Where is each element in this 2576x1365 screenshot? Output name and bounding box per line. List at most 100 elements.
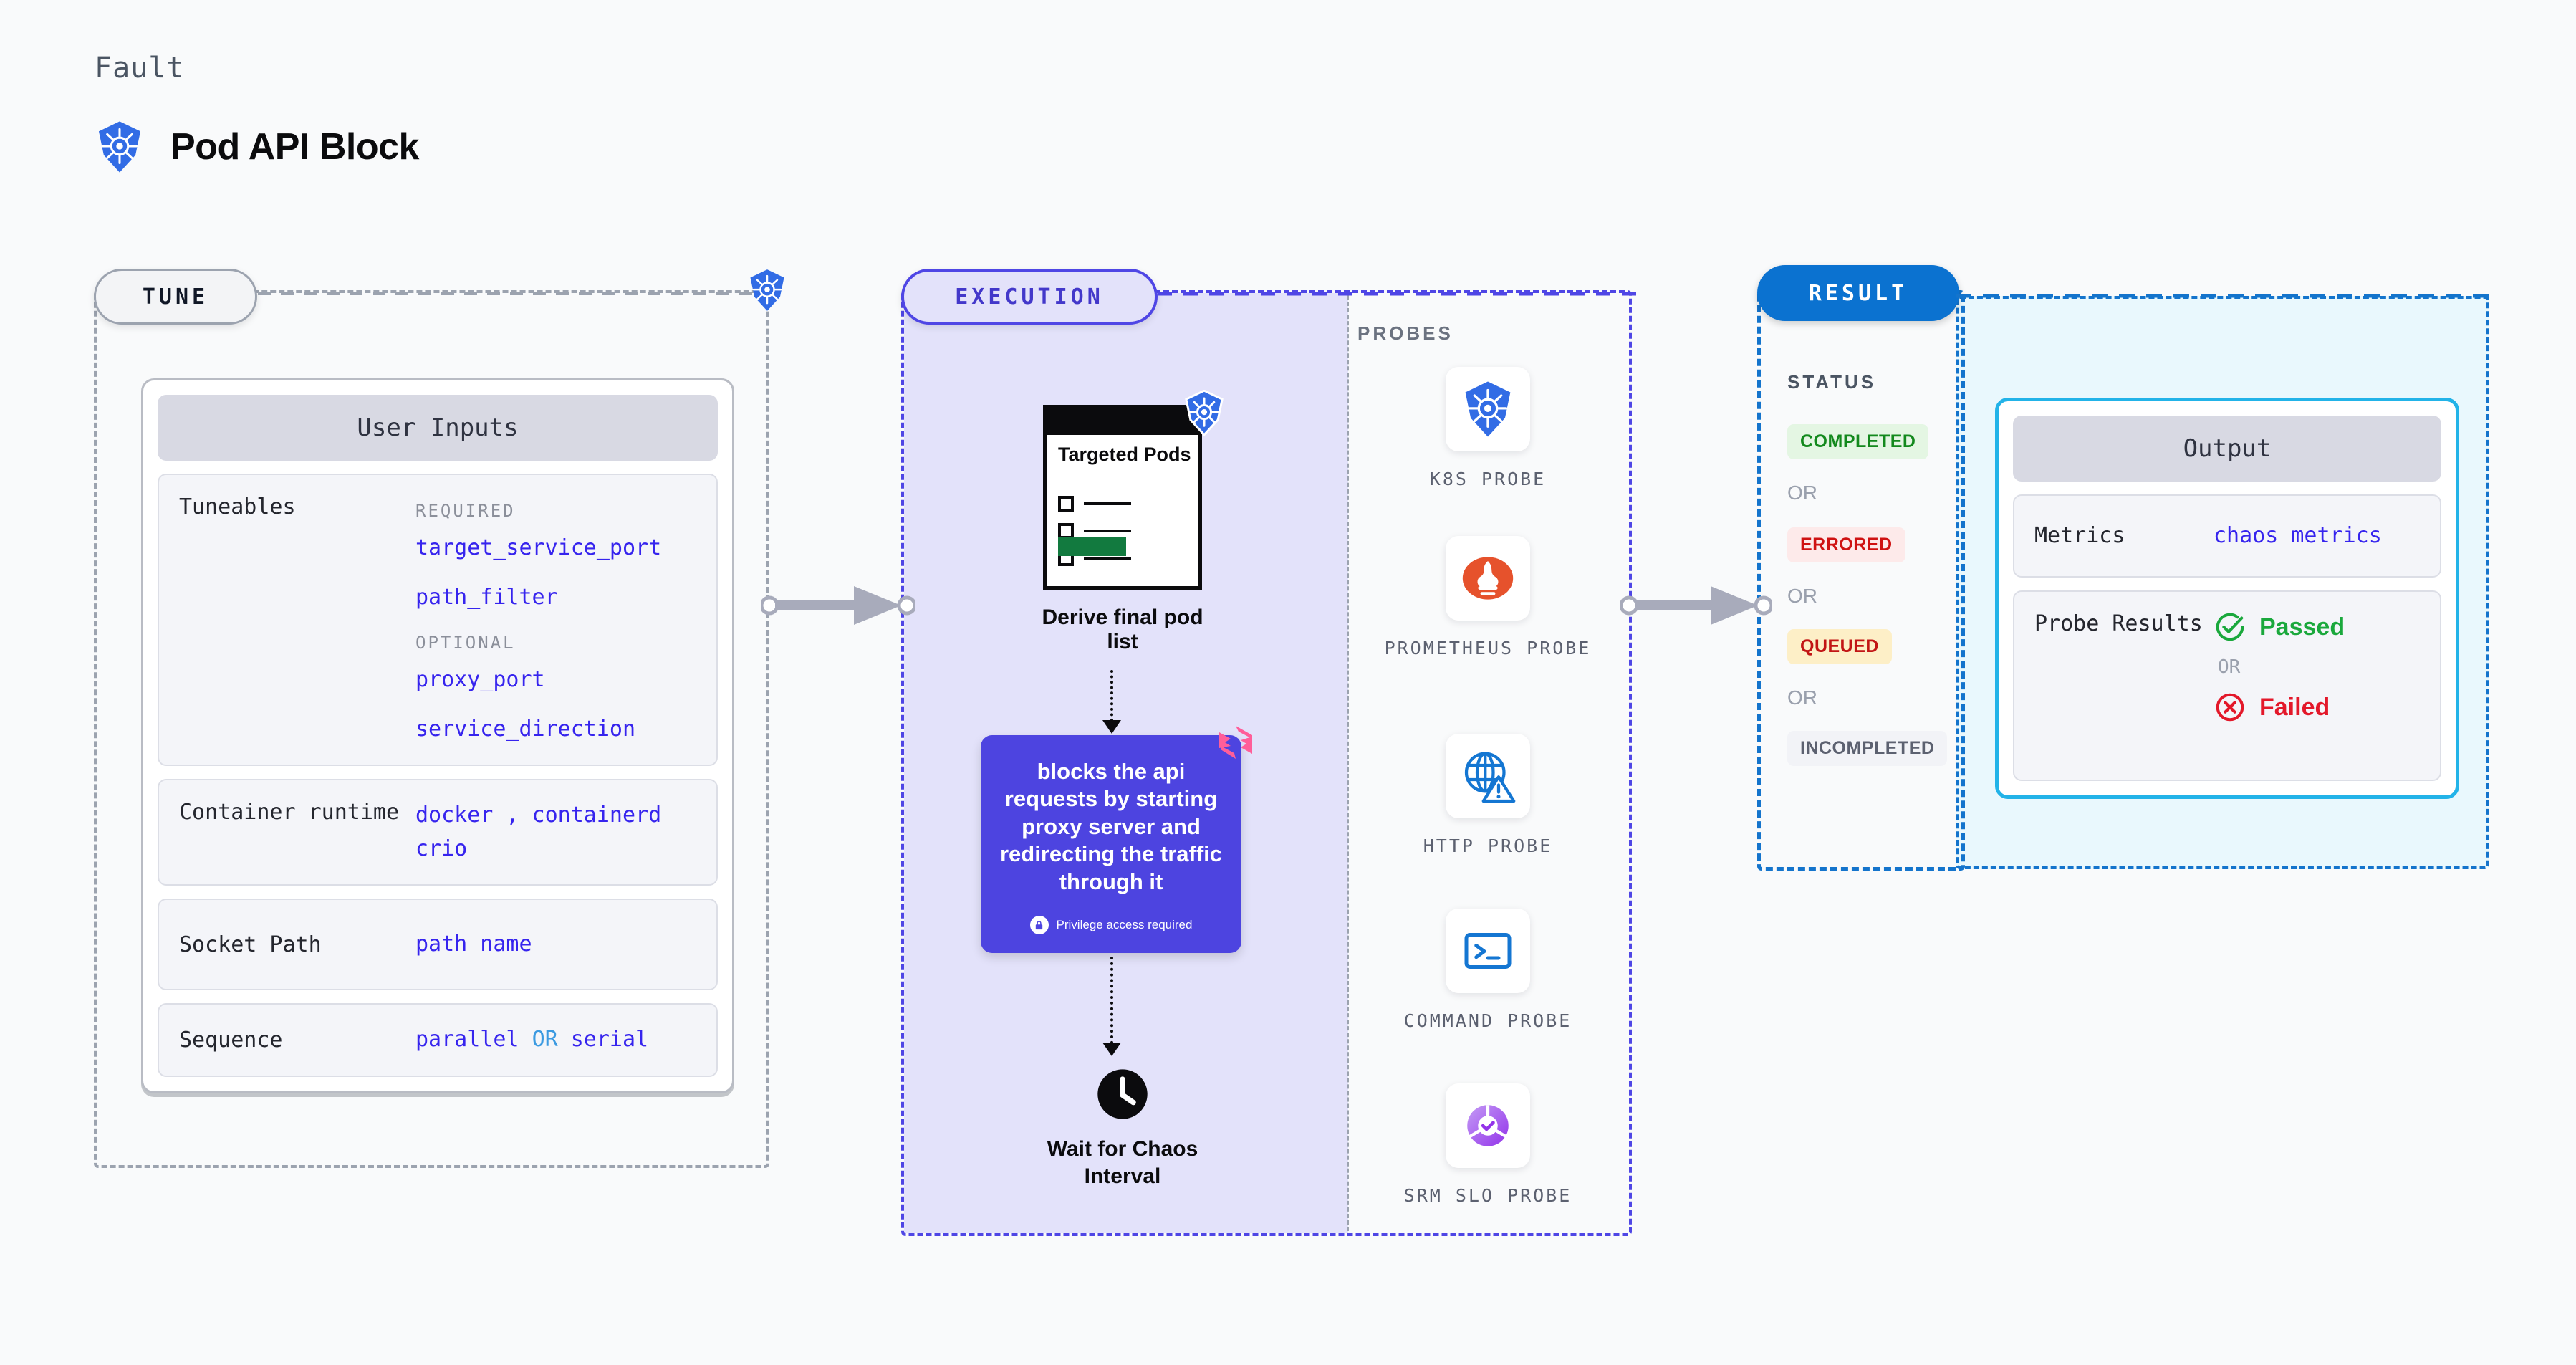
lock-icon bbox=[1029, 916, 1049, 935]
result-stage-pill: RESULT bbox=[1757, 265, 1959, 321]
execution-to-result-arrow bbox=[1620, 586, 1772, 625]
socket-path-value: path name bbox=[415, 931, 532, 957]
tune-pill-connector bbox=[258, 292, 752, 295]
harness-logo-icon bbox=[1219, 726, 1252, 759]
status-or-2: OR bbox=[1787, 585, 1817, 607]
probe-tile bbox=[1446, 909, 1530, 993]
sequence-serial: serial bbox=[570, 1027, 649, 1053]
status-badge-errored: ERRORED bbox=[1787, 527, 1905, 562]
probe-label: K8S PROBE bbox=[1429, 469, 1547, 489]
sequence-value: parallel OR serial bbox=[415, 1023, 648, 1057]
list-line bbox=[1084, 502, 1131, 505]
tuneable-target-service-port: target_service_port bbox=[415, 535, 662, 561]
tuneables-row: Tuneables REQUIRED target_service_port p… bbox=[158, 474, 718, 767]
sequence-or: OR bbox=[532, 1027, 558, 1053]
user-inputs-card: User Inputs Tuneables REQUIRED target_se… bbox=[141, 378, 734, 1093]
derive-pod-list-node: Targeted Pods Derive final pod list bbox=[1026, 390, 1224, 654]
probe-srm-slo[interactable]: SRM SLO PROBE bbox=[1384, 1083, 1592, 1208]
x-circle-icon bbox=[2216, 693, 2244, 722]
prometheus-icon bbox=[1462, 557, 1514, 600]
execution-stage-pill: EXECUTION bbox=[901, 269, 1158, 325]
probe-results-label: Probe Results bbox=[2034, 611, 2203, 636]
kubernetes-icon bbox=[1465, 381, 1511, 437]
targeted-pods-title: Targeted Pods bbox=[1058, 444, 1191, 465]
checkbox-icon bbox=[1058, 496, 1074, 512]
result-pill-connector bbox=[1956, 294, 2489, 298]
flow-line bbox=[1110, 670, 1113, 722]
probe-prometheus[interactable]: PROMETHEUS PROBE bbox=[1384, 536, 1592, 661]
fault-title-row: Pod API Block bbox=[95, 120, 419, 173]
action-description-card: blocks the api requests by starting prox… bbox=[981, 726, 1252, 953]
kubernetes-icon bbox=[98, 121, 141, 173]
privilege-note: Privilege access required bbox=[1029, 916, 1193, 935]
container-runtime-line1: docker , containerd bbox=[415, 803, 662, 828]
probe-result-passed-text: Passed bbox=[2259, 613, 2345, 641]
sequence-label: Sequence bbox=[179, 1028, 283, 1053]
sequence-parallel: parallel bbox=[415, 1027, 519, 1053]
probe-result-failed: Failed bbox=[2214, 691, 2345, 724]
tuneable-proxy-port: proxy_port bbox=[415, 667, 545, 693]
terminal-icon bbox=[1464, 933, 1512, 969]
probe-label: COMMAND PROBE bbox=[1403, 1010, 1572, 1031]
execution-pill-connector bbox=[1158, 292, 1636, 296]
checklist-item bbox=[1058, 523, 1131, 539]
slo-donut-icon bbox=[1467, 1105, 1509, 1146]
probe-label: PROMETHEUS PROBE bbox=[1384, 638, 1592, 658]
status-or-1: OR bbox=[1787, 482, 1817, 504]
status-section-label: STATUS bbox=[1787, 371, 1877, 393]
container-runtime-row: Container runtime docker , containerd cr… bbox=[158, 779, 718, 886]
probe-tile bbox=[1446, 367, 1530, 451]
metrics-row: Metrics chaos metrics bbox=[2013, 494, 2441, 578]
output-card-header: Output bbox=[2013, 416, 2441, 482]
socket-path-label: Socket Path bbox=[179, 931, 322, 957]
probe-result-passed: Passed bbox=[2214, 610, 2345, 643]
probe-http[interactable]: HTTP PROBE bbox=[1384, 734, 1592, 858]
tuneable-service-direction: service_direction bbox=[415, 716, 636, 742]
wait-for-chaos-interval-node: Wait for Chaos Interval bbox=[1026, 1068, 1219, 1189]
list-line bbox=[1084, 530, 1131, 532]
flow-arrowhead bbox=[1102, 1043, 1121, 1056]
probe-label: SRM SLO PROBE bbox=[1403, 1185, 1572, 1206]
probe-results-values: Passed OR Failed bbox=[2214, 610, 2345, 724]
output-card-title: Output bbox=[2183, 434, 2272, 463]
tune-stage-pill: TUNE bbox=[94, 269, 257, 325]
kubernetes-icon bbox=[1185, 390, 1224, 436]
green-progress-bar bbox=[1058, 537, 1126, 556]
derive-pod-list-caption: Derive final pod list bbox=[1042, 605, 1203, 653]
optional-tag: OPTIONAL bbox=[415, 633, 516, 653]
wait-node-caption: Wait for Chaos Interval bbox=[1047, 1137, 1198, 1188]
metrics-label: Metrics bbox=[2034, 523, 2125, 549]
fault-eyebrow-label: Fault bbox=[95, 52, 185, 85]
tune-panel bbox=[94, 290, 769, 1168]
probes-section-label: PROBES bbox=[1357, 322, 1453, 344]
probe-tile bbox=[1446, 1083, 1530, 1168]
action-card-text: blocks the api requests by starting prox… bbox=[999, 758, 1223, 894]
container-runtime-label: Container runtime bbox=[179, 800, 400, 825]
globe-warning-icon bbox=[1464, 752, 1516, 803]
tuneables-values: REQUIRED target_service_port path_filter… bbox=[415, 494, 661, 746]
list-line bbox=[1084, 557, 1131, 560]
privilege-note-text: Privilege access required bbox=[1056, 918, 1193, 932]
sequence-row: Sequence parallel OR serial bbox=[158, 1003, 718, 1077]
document-topbar bbox=[1043, 405, 1202, 435]
status-badge-queued: QUEUED bbox=[1787, 629, 1892, 664]
required-tag: REQUIRED bbox=[415, 501, 516, 521]
tuneable-path-filter: path_filter bbox=[415, 584, 558, 610]
checkbox-icon bbox=[1058, 523, 1074, 539]
container-runtime-values: docker , containerd crio bbox=[415, 799, 661, 866]
status-badge-completed: COMPLETED bbox=[1787, 424, 1929, 459]
status-badge-incompleted: INCOMPLETED bbox=[1787, 731, 1948, 766]
output-card: Output Metrics chaos metrics Probe Resul… bbox=[1995, 398, 2459, 799]
execution-probes-divider bbox=[1347, 295, 1349, 1231]
probe-k8s[interactable]: K8S PROBE bbox=[1384, 367, 1592, 492]
probe-command[interactable]: COMMAND PROBE bbox=[1384, 909, 1592, 1033]
probe-tile bbox=[1446, 734, 1530, 818]
probe-tile bbox=[1446, 536, 1530, 621]
socket-path-row: Socket Path path name bbox=[158, 899, 718, 991]
metrics-value: chaos metrics bbox=[2214, 522, 2382, 548]
page-title: Pod API Block bbox=[170, 126, 419, 168]
user-inputs-title-text: User Inputs bbox=[357, 413, 519, 442]
probe-results-row: Probe Results Passed OR Failed bbox=[2013, 590, 2441, 781]
clock-icon bbox=[1097, 1069, 1148, 1119]
